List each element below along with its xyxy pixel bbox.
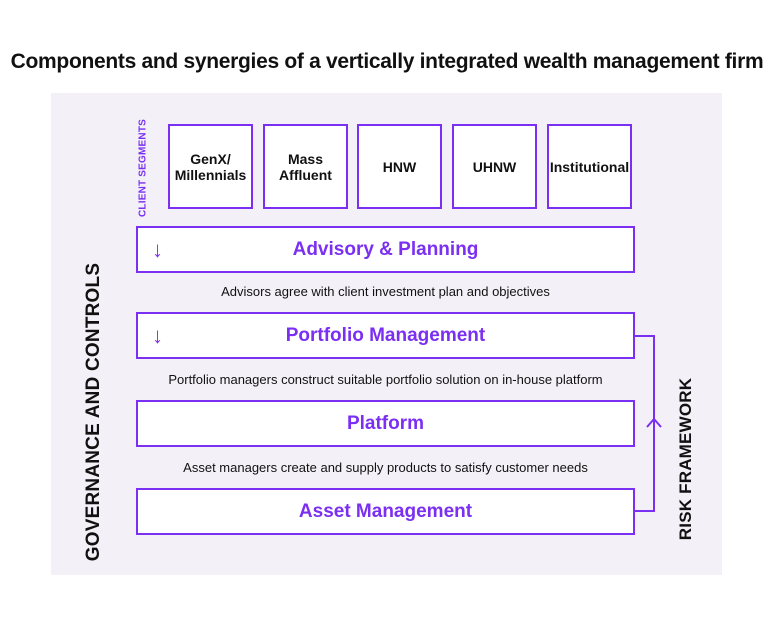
segment-genx-millennials: GenX/ Millennials [168, 124, 253, 209]
segment-uhnw: UHNW [452, 124, 537, 209]
layer-label: Advisory & Planning [292, 238, 479, 260]
layer-platform: Platform [136, 400, 635, 447]
layer-note: Portfolio managers construct suitable po… [168, 372, 603, 387]
down-arrow-icon: ↓ [152, 322, 163, 348]
layer-note: Asset managers create and supply product… [183, 460, 588, 475]
segment-institutional: Institutional [547, 124, 632, 209]
layer-label: Asset Management [298, 500, 473, 522]
segment-mass-affluent: Mass Affluent [263, 124, 348, 209]
segment-hnw: HNW [357, 124, 442, 209]
up-arrow-icon [646, 417, 662, 428]
feedback-line [635, 335, 655, 512]
layer-label: Platform [346, 412, 425, 434]
diagram-title: Components and synergies of a vertically… [10, 50, 764, 73]
down-arrow-icon: ↓ [152, 236, 163, 262]
layer-asset-management: Asset Management [136, 488, 635, 535]
layer-note: Advisors agree with client investment pl… [221, 284, 550, 299]
layer-label: Portfolio Management [285, 324, 486, 346]
layer-advisory-planning: ↓ Advisory & Planning [136, 226, 635, 273]
layer-portfolio-management: ↓ Portfolio Management [136, 312, 635, 359]
